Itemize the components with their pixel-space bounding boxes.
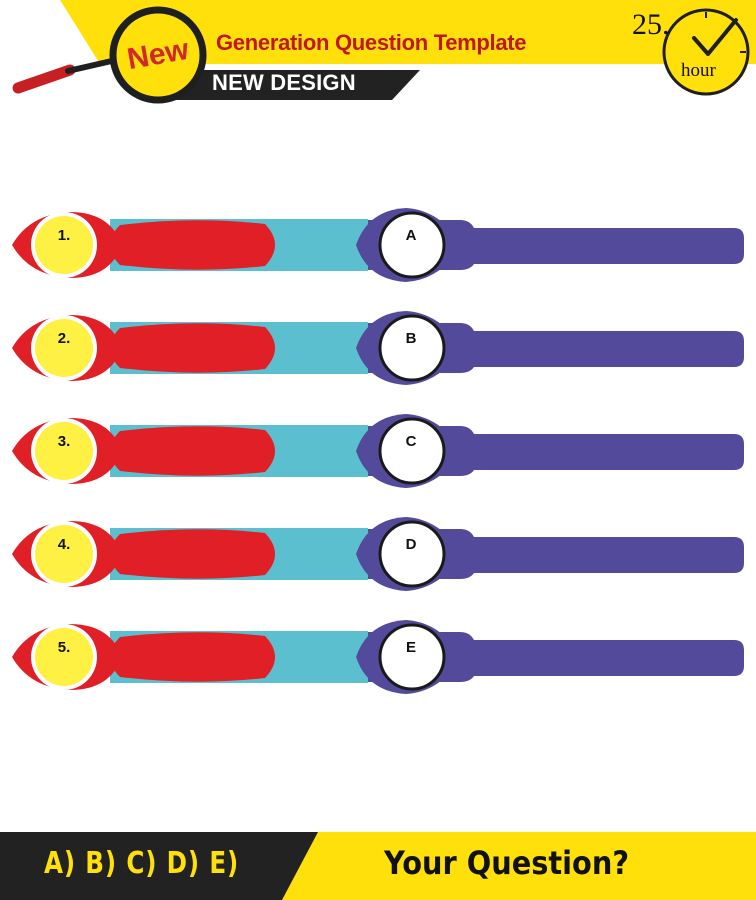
header-yellow-banner [60, 0, 756, 64]
header-black-ribbon [150, 70, 420, 100]
header: New Generation Question Template NEW DES… [0, 0, 756, 120]
clock-checkmark-icon [662, 8, 750, 96]
row-graphics [12, 620, 744, 694]
letter-circle [378, 211, 446, 279]
footer-graphics [0, 832, 756, 900]
letter-circle [378, 623, 446, 691]
answer-letter: C [405, 433, 417, 450]
footer-black-band [0, 832, 318, 900]
letter-circle [378, 520, 446, 588]
letter-circle [378, 314, 446, 382]
answer-letter: E [405, 639, 416, 656]
number-circle [35, 422, 93, 480]
timer-unit: hour [681, 60, 716, 81]
number-circle [35, 319, 93, 377]
question-number: 4. [57, 536, 71, 553]
question-row[interactable]: 2. B [0, 303, 756, 393]
answer-letter: D [405, 536, 417, 553]
your-question-label: Your Question? [384, 844, 630, 882]
number-circle [35, 628, 93, 686]
template-subtitle: NEW DESIGN [212, 70, 356, 95]
template-title: Generation Question Template [216, 30, 527, 55]
number-circle [35, 525, 93, 583]
question-row[interactable]: 5. E [0, 612, 756, 702]
answer-letter: B [405, 330, 417, 347]
row-graphics [12, 311, 744, 385]
footer: A) B) C) D) E) Your Question? [0, 832, 756, 900]
row-graphics [12, 414, 744, 488]
answer-letter: A [405, 227, 417, 244]
number-circle [35, 216, 93, 274]
question-number: 2. [57, 330, 71, 347]
timer-number: 25. [632, 8, 670, 41]
question-row[interactable]: 4. D [0, 509, 756, 599]
answer-options-label: A) B) C) D) E) [44, 846, 240, 881]
question-rows: 1. A 2. B 3. C [0, 200, 756, 700]
question-number: 5. [57, 639, 71, 656]
question-number: 3. [57, 433, 71, 450]
question-row[interactable]: 3. C [0, 406, 756, 496]
header-graphics [12, 0, 756, 104]
row-graphics [12, 208, 744, 282]
magnifying-glass-icon [12, 6, 207, 104]
question-row[interactable]: 1. A [0, 200, 756, 290]
question-number: 1. [57, 227, 71, 244]
row-graphics [12, 517, 744, 591]
letter-circle [378, 417, 446, 485]
